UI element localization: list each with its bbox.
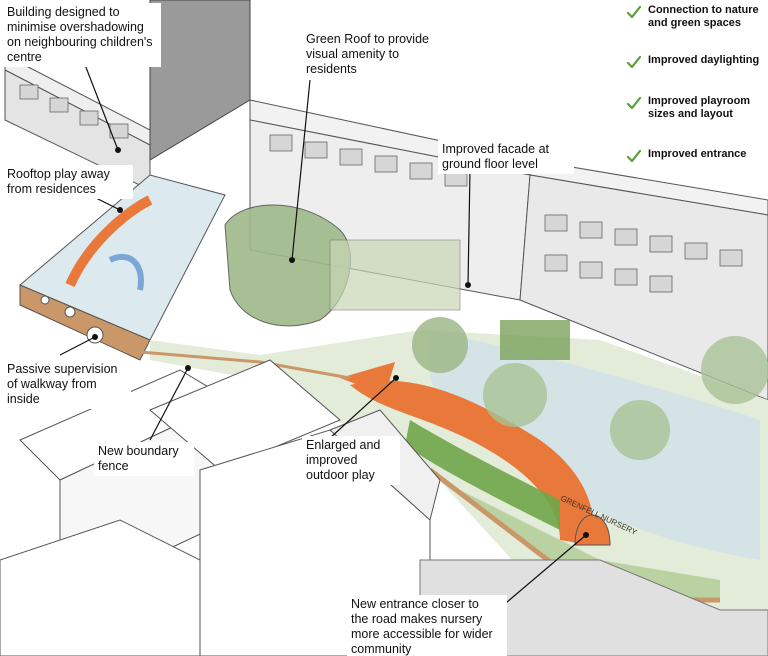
checkmark-icon [626,96,642,110]
checkmark-icon [626,5,642,19]
benefit-label: Improved daylighting [648,54,760,66]
annotation-facade: Improved facade at ground floor level [438,140,574,174]
annotation-new-entrance: New entrance closer to the road makes nu… [347,595,507,656]
benefit-label: Improved entrance [648,148,747,160]
checkmark-icon [626,149,642,163]
annotation-passive-supervision: Passive supervision of walkway from insi… [3,360,131,409]
benefit-label: Connection to nature and green spaces [648,4,759,29]
annotation-boundary-fence: New boundary fence [94,442,194,476]
foreground-buildings [0,359,768,656]
annotation-rooftop-play: Rooftop play away from residences [3,165,133,199]
green-roof [224,204,461,327]
benefit-label: Improved playroom sizes and layout [648,95,751,120]
benefits-legend: Connection to nature and green spaces Im… [622,0,768,172]
annotation-green-roof: Green Roof to provide visual amenity to … [302,30,450,79]
checkmark-icon [626,55,642,69]
annotation-outdoor-play: Enlarged and improved outdoor play [302,436,400,485]
leader-lines [59,56,589,609]
annotation-overshadowing: Building designed to minimise overshadow… [3,3,161,67]
rooftop-play-area [19,174,226,361]
